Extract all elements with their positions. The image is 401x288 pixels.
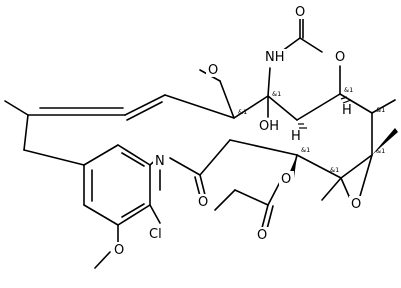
wedge-bond bbox=[372, 128, 398, 155]
atom-n-amide: N bbox=[155, 154, 165, 169]
atom-nh: NH bbox=[265, 50, 285, 65]
atom-o-methoxy-aryl: O bbox=[114, 243, 124, 258]
stereo-c-oh: &1 bbox=[272, 90, 281, 98]
stereo-c-me: &1 bbox=[376, 106, 385, 114]
atom-o-ring: O bbox=[335, 50, 345, 65]
atom-oh: OH bbox=[259, 119, 279, 134]
atom-o-methoxy-top: O bbox=[208, 63, 218, 78]
stereo-c-ome: &1 bbox=[238, 108, 247, 116]
atom-cl: Cl bbox=[149, 227, 162, 242]
stereo-c-ring-o: &1 bbox=[344, 86, 353, 94]
stereo-labels: &1 &1 &1 &1 &1 &1 &1 bbox=[238, 86, 385, 174]
atom-o-ester-carbonyl: O bbox=[257, 228, 267, 243]
atom-h-left: H bbox=[291, 129, 301, 144]
atom-o-amide: O bbox=[198, 195, 208, 210]
label-masks bbox=[112, 4, 364, 257]
atom-o-ester: O bbox=[281, 172, 291, 187]
stereo-epox-left: &1 bbox=[330, 166, 339, 174]
stereo-epox-right: &1 bbox=[376, 147, 385, 155]
atom-labels: O NH O O OH N O O O Cl O O H H bbox=[114, 5, 361, 258]
atom-h-right: H bbox=[342, 103, 352, 118]
atom-o-top: O bbox=[295, 5, 305, 20]
atom-o-epoxide: O bbox=[351, 197, 361, 212]
stereo-c-ester: &1 bbox=[301, 146, 310, 154]
